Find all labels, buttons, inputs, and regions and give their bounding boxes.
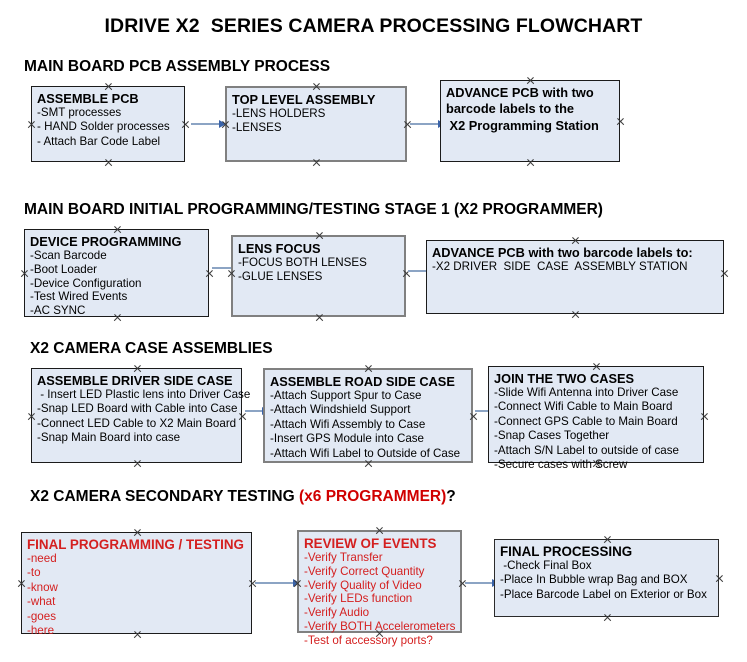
- node-device-programming[interactable]: DEVICE PROGRAMMING -Scan Barcode -Boot L…: [24, 229, 209, 317]
- node-header: ASSEMBLE DRIVER SIDE CASE: [37, 373, 233, 388]
- node-line: -Snap LED Board with Cable into Case: [37, 402, 238, 416]
- node-line: -Attach Support Spur to Case: [270, 389, 422, 402]
- node-final-processing[interactable]: FINAL PROCESSING -Check Final Box -Place…: [494, 539, 719, 617]
- node-line: -Place Barcode Label on Exterior or Box: [500, 587, 707, 601]
- section-heading-x2-camera-case-assemblies: X2 CAMERA CASE ASSEMBLIES: [30, 340, 273, 357]
- node-header: ADVANCE PCB with two: [446, 85, 594, 100]
- node-line: -Attach S/N Label to outside of case: [494, 443, 679, 457]
- node-line: -SMT processes: [37, 106, 122, 119]
- node-assemble-pcb[interactable]: ASSEMBLE PCB -SMT processes - HAND Solde…: [31, 86, 185, 162]
- node-line: -Place In Bubble wrap Bag and BOX: [500, 573, 688, 587]
- node-line: -Connect Wifi Cable to Main Board: [494, 400, 673, 414]
- section-heading-text: X2 CAMERA SECONDARY TESTING: [30, 488, 299, 505]
- node-line: -Connect GPS Cable to Main Board: [494, 414, 678, 428]
- node-assemble-driver-side-case[interactable]: ASSEMBLE DRIVER SIDE CASE - Insert LED P…: [31, 368, 251, 463]
- node-header: LENS FOCUS: [238, 241, 321, 256]
- node-line: -Snap Cases Together: [494, 429, 610, 443]
- node-line: -Attach Wifi Assembly to Case: [270, 417, 426, 431]
- node-line: X2 Programming Station: [446, 118, 599, 133]
- node-header: ASSEMBLE PCB: [37, 91, 139, 106]
- node-line: -AC SYNC: [30, 304, 86, 318]
- node-line: -X2 DRIVER SIDE CASE ASSEMBLY STATION: [432, 260, 688, 273]
- node-line-overflow: -Test of accessory ports?: [304, 633, 433, 647]
- node-line: -LENSES: [232, 121, 282, 135]
- node-header: TOP LEVEL ASSEMBLY: [232, 92, 376, 107]
- node-line: -here: [27, 624, 55, 638]
- node-header: FINAL PROGRAMMING / TESTING: [27, 537, 244, 552]
- node-line: -Verify BOTH Accelerometers: [304, 619, 456, 633]
- connector-arrow: [191, 119, 227, 129]
- node-line: -Attach Wifi Label to Outside of Case: [270, 446, 461, 460]
- node-line: -goes: [27, 609, 57, 623]
- node-line: -Verify Correct Quantity: [304, 564, 425, 578]
- node-line: -Device Configuration: [30, 276, 142, 290]
- node-advance-pcb-to-driver-side-case-assembly[interactable]: ADVANCE PCB with two barcode labels to: …: [426, 240, 724, 314]
- node-line: -Attach Windshield Support: [270, 403, 411, 417]
- node-line: -to: [27, 566, 41, 580]
- node-line: -Slide Wifi Antenna into Driver Case: [494, 386, 679, 399]
- node-join-the-two-cases[interactable]: JOIN THE TWO CASES -Slide Wifi Antenna i…: [488, 366, 704, 471]
- section-heading-red-text: (x6 PROGRAMMER): [299, 488, 447, 505]
- node-assemble-road-side-case[interactable]: ASSEMBLE ROAD SIDE CASE -Attach Support …: [263, 368, 473, 463]
- node-top-level-assembly[interactable]: TOP LEVEL ASSEMBLY -LENS HOLDERS -LENSES: [225, 86, 407, 162]
- node-line: -Insert GPS Module into Case: [270, 432, 425, 446]
- node-line: -Check Final Box: [500, 559, 592, 572]
- section-heading-suffix: ?: [446, 488, 456, 505]
- node-header: ADVANCE PCB with two barcode labels to:: [432, 245, 693, 260]
- node-line: -know: [27, 580, 58, 594]
- node-line: -Verify Transfer: [304, 551, 383, 564]
- node-line: - Insert LED Plastic lens into Driver Ca…: [37, 388, 251, 401]
- section-heading-main-board-initial-programming-testing-stage-1: MAIN BOARD INITIAL PROGRAMMING/TESTING S…: [24, 201, 603, 218]
- node-line: -GLUE LENSES: [238, 270, 323, 284]
- section-heading-main-board-pcb-assembly-process: MAIN BOARD PCB ASSEMBLY PROCESS: [24, 58, 331, 75]
- node-advance-pcb-to-x2-programming-station[interactable]: ADVANCE PCB with two barcode labels to t…: [440, 80, 620, 162]
- node-line: -what: [27, 595, 56, 609]
- node-review-of-events[interactable]: REVIEW OF EVENTS -Verify Transfer -Verif…: [297, 530, 462, 647]
- document-title: IDRIVE X2 SERIES CAMERA PROCESSING FLOWC…: [104, 15, 643, 37]
- node-header: JOIN THE TWO CASES: [494, 371, 635, 386]
- node-header: FINAL PROCESSING: [500, 544, 633, 559]
- node-lens-focus[interactable]: LENS FOCUS -FOCUS BOTH LENSES -GLUE LENS…: [231, 235, 406, 317]
- node-line: -Verify Quality of Video: [304, 578, 422, 592]
- node-line: - HAND Solder processes: [37, 120, 170, 134]
- node-line: -Snap Main Board into case: [37, 431, 181, 445]
- node-line: barcode labels to the: [446, 101, 575, 116]
- node-line: -Boot Loader: [30, 262, 98, 276]
- node-line: -Secure cases with Screw: [494, 458, 628, 472]
- node-line: -Verify LEDs function: [304, 592, 413, 606]
- node-header: REVIEW OF EVENTS: [304, 536, 437, 551]
- node-line: - Attach Bar Code Label: [37, 134, 161, 148]
- node-final-programming-testing[interactable]: FINAL PROGRAMMING / TESTING -need -to -k…: [21, 532, 252, 637]
- connector-arrow: [255, 578, 301, 588]
- node-line: -Test Wired Events: [30, 290, 128, 304]
- node-line: -Connect LED Cable to X2 Main Board: [37, 416, 237, 430]
- node-line: -LENS HOLDERS: [232, 107, 326, 120]
- node-line: -Scan Barcode: [30, 249, 107, 262]
- node-line: -FOCUS BOTH LENSES: [238, 256, 367, 269]
- node-header: DEVICE PROGRAMMING: [30, 234, 182, 249]
- node-header: ASSEMBLE ROAD SIDE CASE: [270, 374, 455, 389]
- node-line: -need: [27, 552, 57, 565]
- node-line: -Verify Audio: [304, 606, 370, 620]
- section-heading-x2-camera-secondary-testing: X2 CAMERA SECONDARY TESTING (x6 PROGRAMM…: [30, 488, 456, 506]
